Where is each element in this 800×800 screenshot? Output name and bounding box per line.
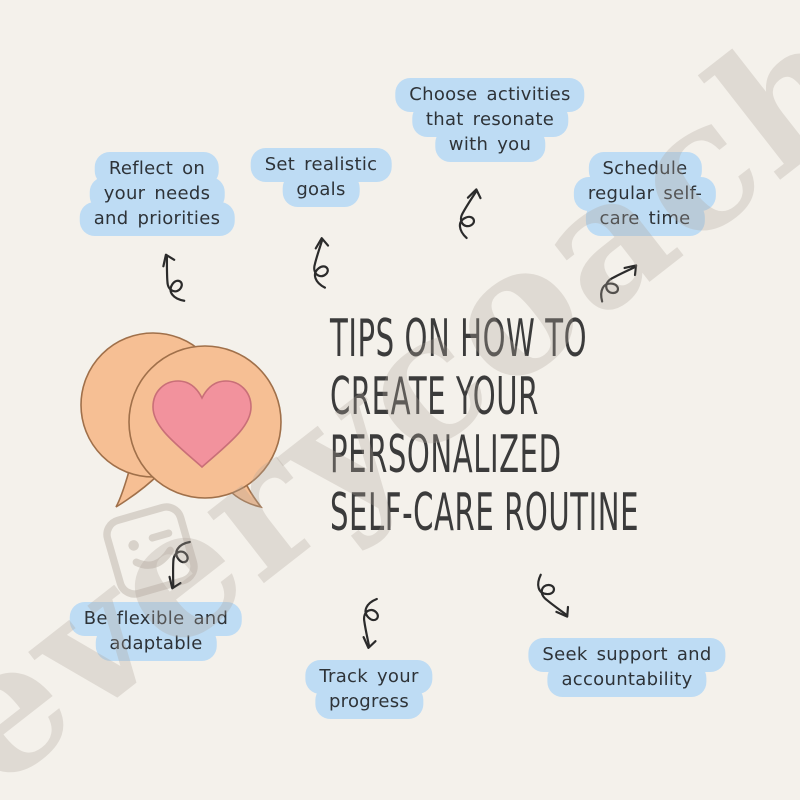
curly-arrow-icon bbox=[362, 597, 379, 649]
tip-line: goals bbox=[282, 173, 360, 207]
tip-bubble-track-progress: Track your progress bbox=[305, 660, 433, 719]
tip-line: care time bbox=[585, 202, 705, 236]
tip-line: Set realistic bbox=[250, 148, 392, 182]
tip-line: accountability bbox=[547, 663, 707, 697]
curly-arrow-icon bbox=[458, 188, 482, 240]
tip-bubble-seek-support: Seek support and accountability bbox=[528, 638, 726, 697]
tip-bubble-reflect-on-needs: Reflect on your needs and priorities bbox=[79, 152, 235, 236]
tip-line: and priorities bbox=[79, 202, 235, 236]
heart-icon bbox=[152, 380, 252, 469]
title-line: TIPS ON HOW TO bbox=[330, 309, 588, 369]
tip-bubble-schedule-self-care: Schedule regular self- care time bbox=[573, 152, 717, 236]
title-line: PERSONALIZED bbox=[330, 425, 562, 485]
curly-arrow-icon bbox=[537, 573, 570, 618]
tip-line: adaptable bbox=[95, 627, 217, 661]
tip-line: with you bbox=[434, 128, 546, 162]
title-line: CREATE YOUR bbox=[330, 367, 539, 427]
tip-bubble-choose-activities: Choose activities that resonate with you bbox=[395, 78, 585, 162]
page-title: TIPS ON HOW TO CREATE YOUR PERSONALIZED … bbox=[330, 310, 639, 542]
curly-arrow-icon bbox=[168, 540, 191, 590]
speech-bubbles-heart-illustration bbox=[80, 332, 282, 509]
tip-line: progress bbox=[314, 685, 424, 719]
curly-arrow-icon bbox=[162, 253, 186, 302]
curly-arrow-icon bbox=[313, 237, 330, 289]
tip-bubble-be-flexible: Be flexible and adaptable bbox=[69, 602, 243, 661]
tip-bubble-set-realistic-goals: Set realistic goals bbox=[250, 148, 392, 207]
title-line: SELF-CARE ROUTINE bbox=[330, 483, 640, 543]
curly-arrow-icon bbox=[600, 264, 638, 303]
